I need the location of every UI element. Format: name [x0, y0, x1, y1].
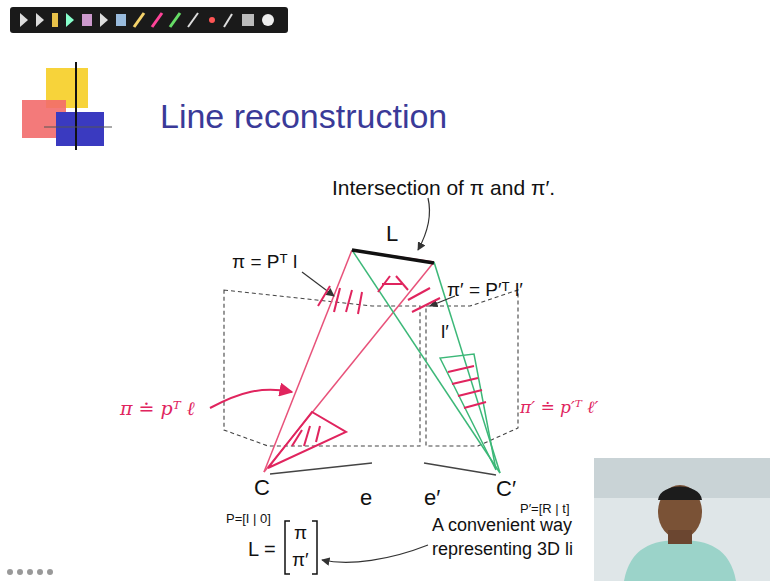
matrix-label: L =: [248, 538, 276, 560]
handwritten-equation: π′ ≐ p′ᵀ ℓ′: [520, 398, 598, 417]
webcam-overlay: [594, 458, 770, 581]
baseline: [270, 463, 496, 475]
image-line-label: l′: [441, 322, 449, 343]
matrix-entry: π: [294, 523, 307, 544]
handwritten-equation: π ≐ pᵀ ℓ: [120, 398, 195, 419]
matrix-bracket: [285, 521, 317, 574]
plane-equation: π′ = P′ᵀ l′: [447, 280, 523, 301]
camera-matrix: P′=[R | t]: [520, 502, 570, 516]
camera-matrix: P=[I | 0]: [226, 512, 271, 526]
slide-title: Line reconstruction: [160, 98, 447, 135]
leader-arrow: [418, 198, 430, 250]
leader-arrow: [322, 545, 428, 562]
epipole-label: e: [360, 486, 372, 510]
image-plane: [224, 290, 518, 446]
slide-decoration: [22, 62, 112, 150]
player-controls: [7, 569, 53, 575]
note-text: representing 3D li: [432, 540, 573, 560]
plane-pi: [264, 250, 434, 472]
annotation-text: Intersection of π and π′.: [332, 176, 555, 199]
epipole-label: e′: [424, 486, 440, 510]
note-text: A convenient way: [432, 516, 572, 536]
line-L: [352, 250, 434, 263]
leader-arrow: [302, 272, 334, 296]
matrix-entry: π′: [292, 550, 309, 571]
camera-centre-label: C′: [496, 477, 516, 501]
camera-centre-label: C: [254, 476, 270, 500]
line-label: L: [386, 222, 398, 246]
plane-equation: π = Pᵀ l: [232, 252, 297, 273]
annotation-toolbar: [10, 7, 288, 33]
handwritten-annotation: [440, 354, 496, 470]
handwritten-annotation: [210, 276, 440, 468]
